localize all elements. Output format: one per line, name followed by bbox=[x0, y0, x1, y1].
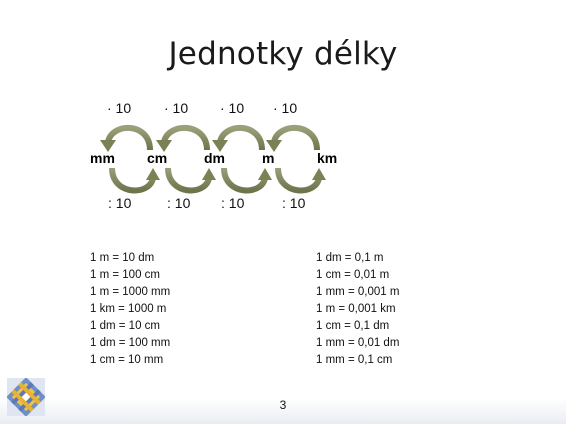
unit-m: m bbox=[262, 150, 275, 166]
list-item: 1 m = 1000 mm bbox=[90, 286, 171, 298]
arrowhead-top-4 bbox=[266, 140, 282, 152]
divide-label: : 10 bbox=[221, 195, 245, 211]
arrow-top-4 bbox=[271, 125, 320, 151]
arrowhead-bottom-1 bbox=[146, 168, 160, 180]
arrow-top-2 bbox=[161, 125, 210, 151]
divide-label: : 10 bbox=[108, 195, 132, 211]
list-item: 1 cm = 0,1 dm bbox=[316, 320, 390, 332]
arrowhead-top-2 bbox=[156, 140, 172, 152]
divide-label: : 10 bbox=[282, 195, 306, 211]
list-item: 1 mm = 0,01 dm bbox=[316, 337, 400, 349]
arrowhead-top-1 bbox=[100, 140, 116, 152]
arrowhead-top-3 bbox=[212, 140, 228, 152]
arrow-top-1 bbox=[105, 125, 153, 151]
multiply-label: · 10 bbox=[273, 100, 298, 116]
list-item: 1 dm = 0,1 m bbox=[316, 252, 384, 264]
arrowhead-bottom-2 bbox=[202, 168, 216, 180]
multiply-label: · 10 bbox=[107, 100, 132, 116]
list-item: 1 mm = 0,1 cm bbox=[316, 354, 393, 366]
woven-logo-icon bbox=[7, 378, 45, 416]
unit-km: km bbox=[317, 150, 338, 166]
unit-mm: mm bbox=[90, 150, 115, 166]
list-item: 1 m = 100 cm bbox=[90, 269, 160, 281]
arrowhead-bottom-3 bbox=[258, 168, 272, 180]
list-item: 1 km = 1000 m bbox=[90, 303, 167, 315]
multiply-label: · 10 bbox=[164, 100, 189, 116]
page-number: 3 bbox=[279, 398, 287, 412]
list-item: 1 cm = 10 mm bbox=[90, 354, 164, 366]
list-item: 1 mm = 0,001 m bbox=[316, 286, 400, 298]
arrow-bottom-3 bbox=[221, 167, 268, 194]
list-item: 1 cm = 0,01 m bbox=[316, 269, 390, 281]
list-item: 1 m = 10 dm bbox=[90, 252, 155, 264]
multiply-label: · 10 bbox=[220, 100, 245, 116]
conversion-list-left: 1 m = 10 dm 1 m = 100 cm 1 m = 1000 mm 1… bbox=[90, 250, 170, 369]
arrow-top-3 bbox=[217, 125, 265, 151]
arrowhead-bottom-4 bbox=[312, 168, 326, 180]
divide-label: : 10 bbox=[167, 195, 191, 211]
list-item: 1 m = 0,001 km bbox=[316, 303, 396, 315]
arrow-bottom-2 bbox=[165, 167, 212, 194]
slide-title: Jednotky délky bbox=[168, 36, 398, 72]
list-item: 1 dm = 100 mm bbox=[90, 337, 171, 349]
unit-cm: cm bbox=[147, 150, 168, 166]
list-item: 1 dm = 10 cm bbox=[90, 320, 160, 332]
conversion-list-right: 1 dm = 0,1 m 1 cm = 0,01 m 1 mm = 0,001 … bbox=[316, 250, 399, 369]
footer-band bbox=[0, 398, 566, 424]
arrow-bottom-4 bbox=[275, 167, 322, 194]
arrow-bottom-1 bbox=[109, 167, 156, 194]
unit-dm: dm bbox=[204, 150, 225, 166]
